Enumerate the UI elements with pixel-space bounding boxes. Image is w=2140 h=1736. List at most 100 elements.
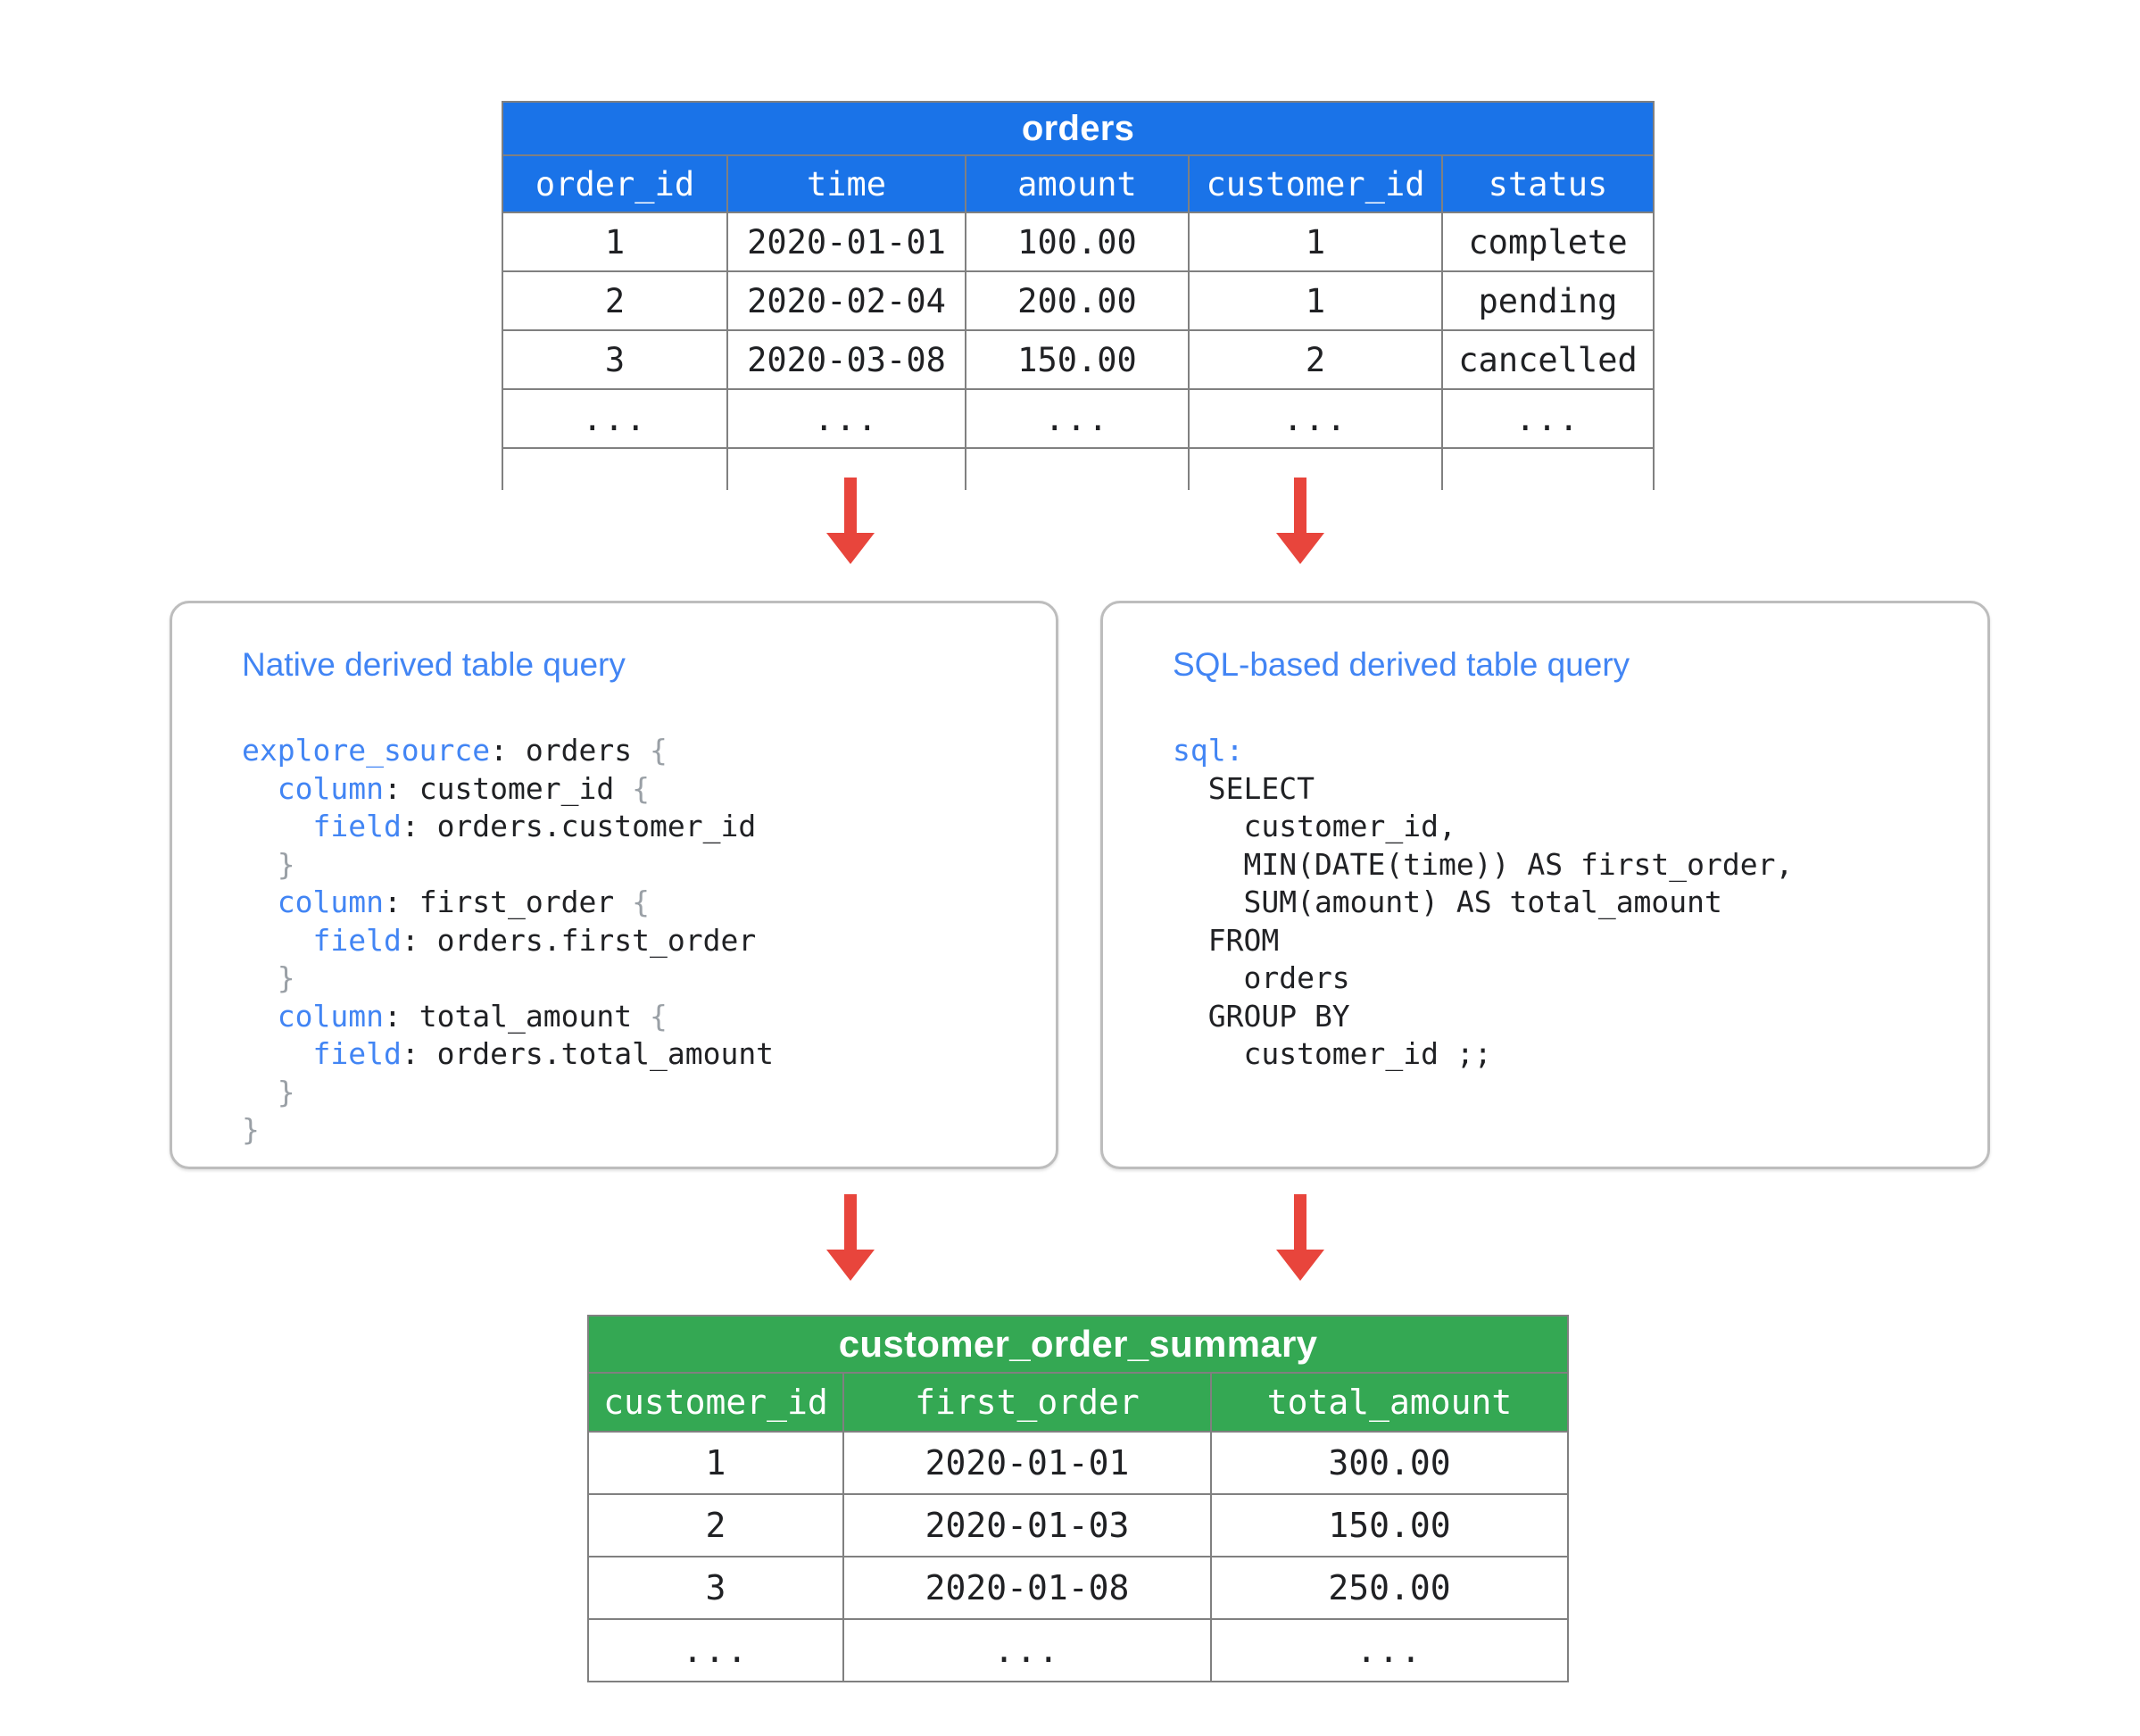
arrow-native-to-summary	[824, 1194, 877, 1283]
code-text: customer_id ;;	[1173, 1036, 1492, 1071]
code-text: : orders.first_order	[401, 922, 757, 958]
table-row-ellipsis: ... ... ... ... ...	[502, 388, 1655, 449]
orders-table: orders order_id time amount customer_id …	[501, 101, 1655, 490]
summary-cell: 250.00	[1209, 1556, 1570, 1620]
arrow-sql-to-summary	[1273, 1194, 1327, 1283]
code-keyword: field	[312, 809, 402, 843]
code-line: sql:	[1173, 732, 1793, 770]
orders-cell: 2020-03-08	[726, 329, 966, 390]
native-derived-table-card: Native derived table query explore_sourc…	[170, 601, 1058, 1169]
code-text: orders	[1173, 960, 1350, 995]
summary-cell: 150.00	[1209, 1493, 1570, 1557]
code-text: SUM(amount) AS total_amount	[1173, 885, 1722, 919]
code-line: GROUP BY	[1173, 998, 1793, 1036]
code-text: GROUP BY	[1173, 998, 1350, 1034]
orders-table-body: orders order_id time amount customer_id …	[501, 101, 1655, 490]
sql-code-block: sql: SELECT customer_id, MIN(DATE(time))…	[1173, 732, 1793, 1074]
summary-cell: 2020-01-08	[842, 1556, 1212, 1620]
orders-cell: 200.00	[965, 270, 1190, 331]
code-line: }	[242, 1074, 774, 1112]
orders-cell: 2	[502, 270, 728, 331]
code-keyword: explore_source	[242, 733, 491, 768]
table-row: 3 2020-03-08 150.00 2 cancelled	[502, 329, 1655, 390]
orders-cell-empty	[1188, 447, 1443, 490]
table-row: 2 2020-02-04 200.00 1 pending	[502, 270, 1655, 331]
code-line: field: orders.first_order	[242, 922, 774, 960]
orders-cell: 1	[1188, 212, 1443, 272]
code-text: : orders	[490, 733, 650, 768]
orders-cell-ellipsis: ...	[502, 388, 728, 449]
orders-cell-empty	[965, 447, 1190, 490]
orders-cell-ellipsis: ...	[965, 388, 1190, 449]
code-line: }	[242, 959, 774, 998]
code-text	[242, 771, 278, 806]
code-text: : orders.customer_id	[401, 809, 757, 843]
code-text	[242, 1075, 278, 1109]
code-text	[242, 885, 278, 919]
code-keyword: column	[277, 885, 384, 919]
orders-cell: 2020-01-01	[726, 212, 966, 272]
code-text: SELECT	[1173, 770, 1315, 806]
code-text	[242, 999, 278, 1034]
orders-col-header-amount: amount	[965, 154, 1190, 213]
arrow-orders-to-sql	[1273, 478, 1327, 567]
code-brace: {	[632, 770, 650, 806]
orders-cell-empty	[1440, 447, 1655, 490]
orders-cell: 1	[502, 212, 728, 272]
code-text: MIN(DATE(time)) AS first_order,	[1173, 846, 1794, 882]
orders-cell: complete	[1440, 212, 1655, 272]
summary-cell: 300.00	[1209, 1431, 1570, 1495]
code-text	[242, 809, 312, 843]
sql-card-title: SQL-based derived table query	[1173, 646, 1630, 683]
summary-cell-ellipsis: ...	[842, 1618, 1212, 1682]
sql-derived-table-card: SQL-based derived table query sql: SELEC…	[1100, 601, 1990, 1169]
orders-col-header-order-id: order_id	[502, 154, 728, 213]
summary-cell: 2	[587, 1493, 844, 1557]
summary-header-row: customer_id first_order total_amount	[587, 1372, 1570, 1433]
code-text	[242, 847, 278, 882]
code-brace: {	[649, 733, 668, 768]
code-text: FROM	[1173, 922, 1280, 958]
orders-cell-ellipsis: ...	[1440, 388, 1655, 449]
code-keyword: column	[277, 998, 384, 1034]
orders-cell-empty	[726, 447, 966, 490]
orders-cell: 2	[1188, 329, 1443, 390]
orders-cell: 100.00	[965, 212, 1190, 272]
code-text: : customer_id	[383, 770, 633, 806]
code-text	[242, 960, 278, 995]
orders-cell: 3	[502, 329, 728, 390]
code-line: MIN(DATE(time)) AS first_order,	[1173, 846, 1793, 885]
summary-table-title: customer_order_summary	[586, 1315, 1570, 1374]
code-text: : total_amount	[383, 998, 650, 1034]
arrow-orders-to-native	[824, 478, 877, 567]
code-text: customer_id,	[1173, 809, 1456, 843]
summary-cell: 2020-01-03	[842, 1493, 1212, 1557]
code-line: FROM	[1173, 922, 1793, 960]
code-line: SUM(amount) AS total_amount	[1173, 884, 1793, 922]
code-line: orders	[1173, 959, 1793, 998]
table-row-truncated	[502, 447, 1655, 490]
orders-cell-empty	[502, 447, 728, 490]
code-keyword: field	[312, 1036, 402, 1071]
orders-col-header-status: status	[1440, 154, 1655, 213]
code-line: column: customer_id {	[242, 770, 774, 809]
table-row: 1 2020-01-01 300.00	[587, 1431, 1570, 1495]
orders-title-row: orders	[501, 101, 1655, 156]
orders-cell-ellipsis: ...	[1188, 388, 1443, 449]
code-text	[242, 923, 312, 958]
code-brace: {	[632, 885, 650, 919]
code-brace: }	[277, 960, 295, 995]
orders-cell-ellipsis: ...	[726, 388, 966, 449]
orders-table-title: orders	[501, 101, 1655, 156]
native-card-title: Native derived table query	[242, 646, 626, 683]
summary-cell: 1	[587, 1431, 844, 1495]
code-keyword: sql:	[1173, 733, 1244, 768]
code-line: explore_source: orders {	[242, 732, 774, 770]
code-brace: }	[277, 1074, 295, 1109]
code-line: field: orders.customer_id	[242, 808, 774, 846]
table-row: 1 2020-01-01 100.00 1 complete	[502, 212, 1655, 272]
summary-cell: 3	[587, 1556, 844, 1620]
orders-col-header-time: time	[726, 154, 966, 213]
summary-col-header-total-amount: total_amount	[1209, 1372, 1570, 1433]
